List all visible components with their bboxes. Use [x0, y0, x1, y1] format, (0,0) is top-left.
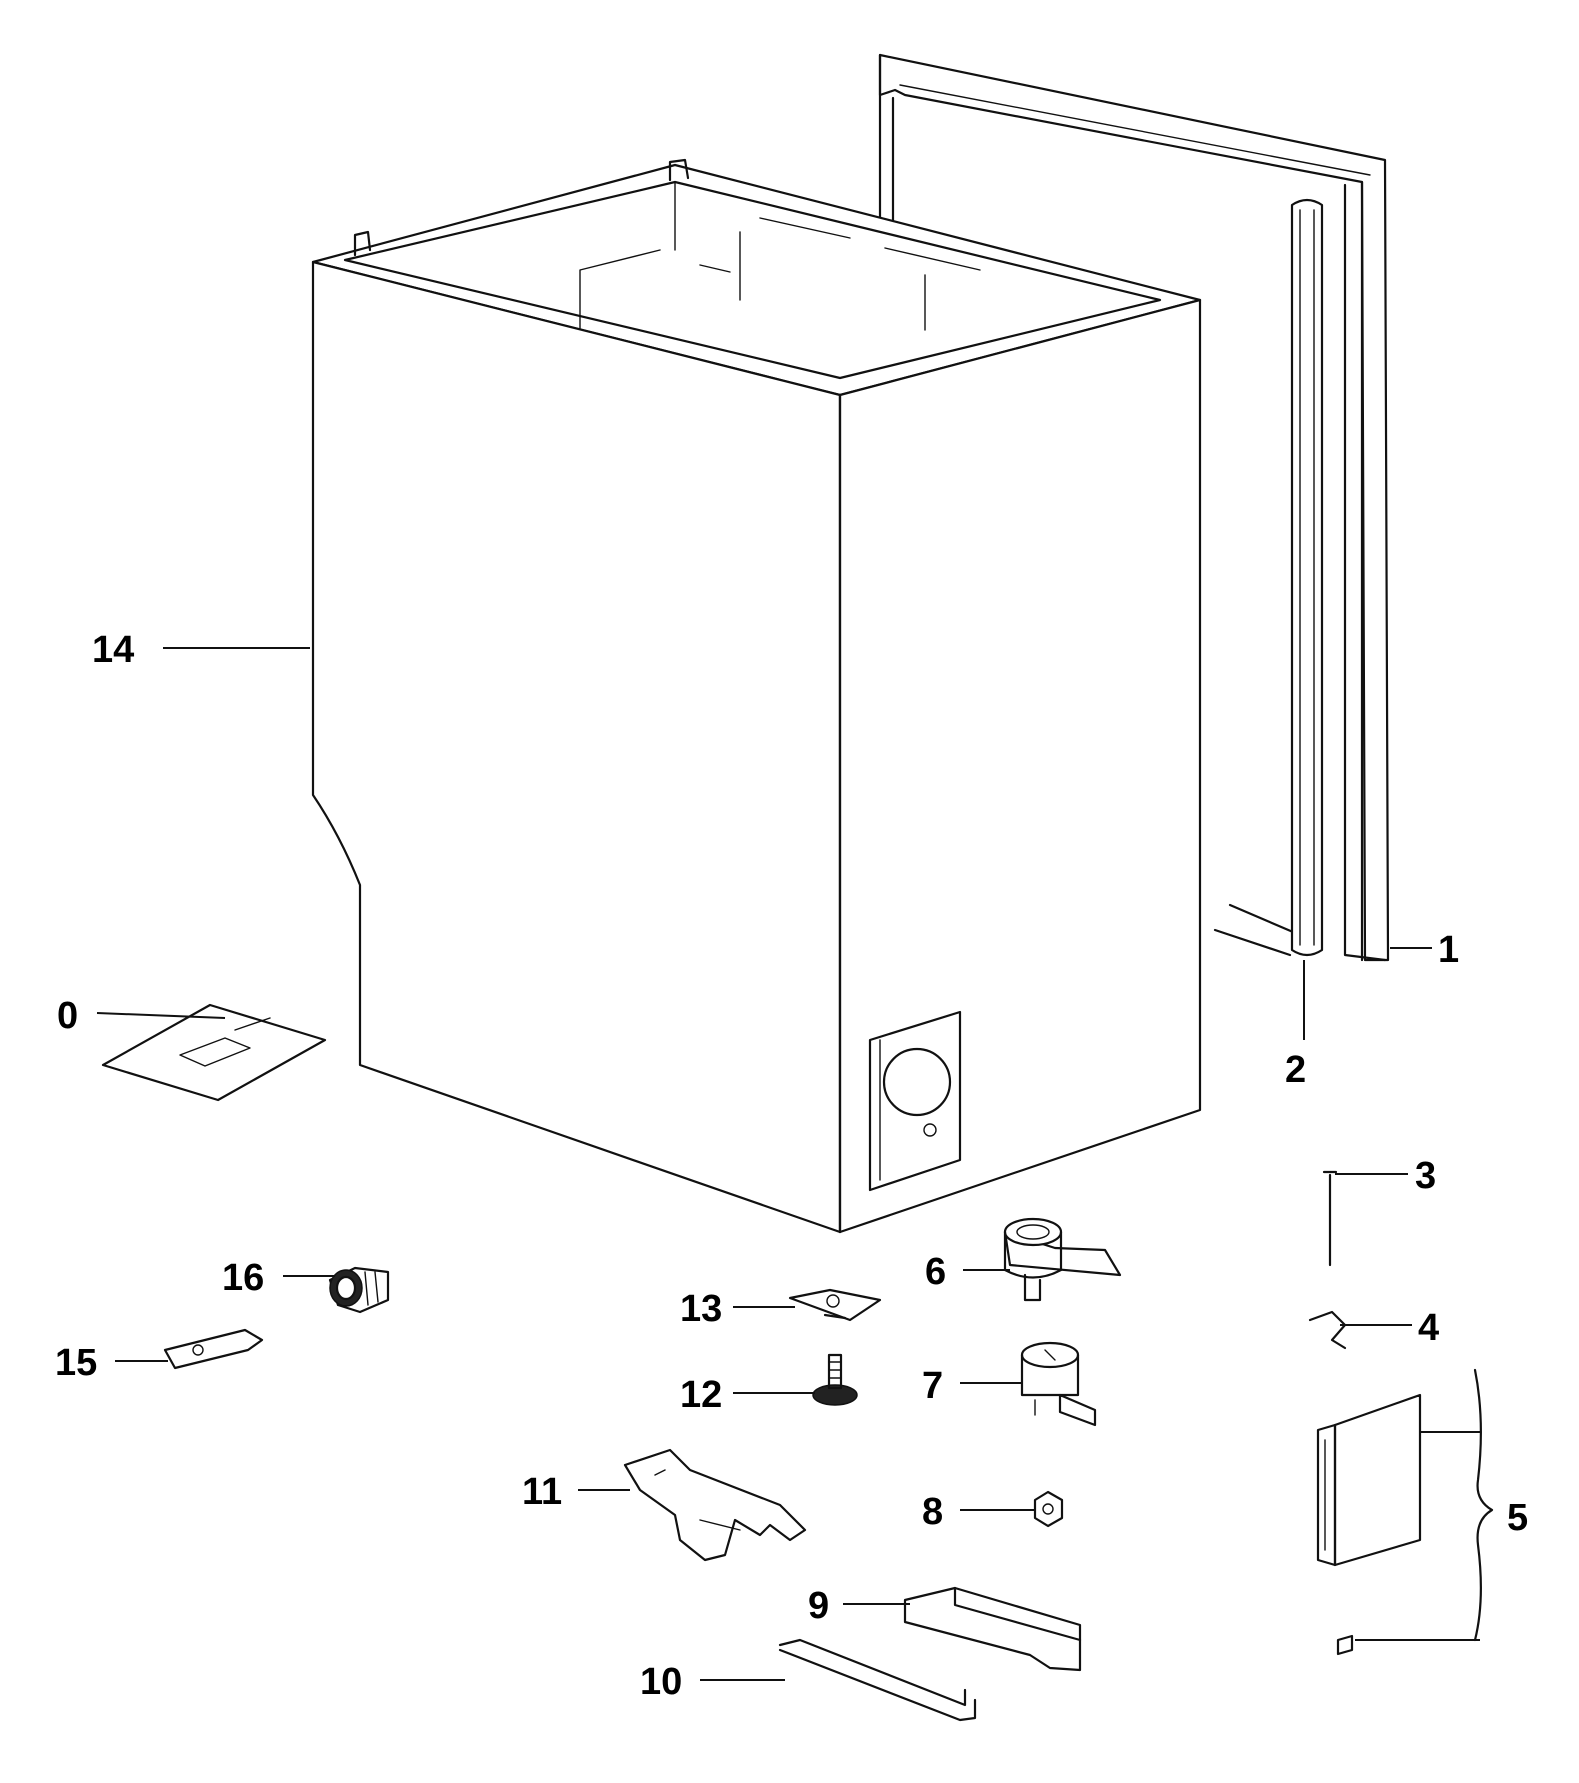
callout-16: 16: [222, 1257, 264, 1299]
part-15-small-bracket: [163, 1328, 264, 1370]
part-9-foam-block: [903, 1586, 1082, 1672]
callout-15: 15: [55, 1342, 97, 1384]
callout-9: 9: [808, 1585, 829, 1627]
callout-0: 0: [57, 995, 78, 1037]
callout-10: 10: [640, 1661, 682, 1703]
part-7-valve-body: [1020, 1341, 1097, 1427]
part-12-foot: [812, 1353, 858, 1406]
callout-7: 7: [922, 1365, 943, 1407]
callout-11: 11: [522, 1471, 562, 1513]
callout-12: 12: [680, 1374, 722, 1416]
part-5-cover-panel: [1316, 1368, 1494, 1656]
part-3-pin: [1322, 1170, 1338, 1267]
callout-3: 3: [1415, 1155, 1436, 1197]
callout-14: 14: [92, 629, 134, 671]
callout-8: 8: [922, 1491, 943, 1533]
part-0-booklet: [101, 1003, 327, 1102]
callout-4: 4: [1418, 1307, 1439, 1349]
leader-lines: [96, 647, 1480, 1681]
part-14-cabinet: [311, 158, 1202, 1234]
callout-1: 1: [1438, 929, 1459, 971]
callout-5: 5: [1507, 1497, 1528, 1539]
part-16-knob: [328, 1266, 390, 1314]
part-2-seal-strip: [1290, 198, 1324, 957]
part-13-mounting-plate: [788, 1288, 882, 1322]
callout-2: 2: [1285, 1049, 1306, 1091]
part-1-door-frame: [878, 53, 1390, 962]
callout-13: 13: [680, 1288, 722, 1330]
part-8-nut: [1033, 1490, 1064, 1528]
callout-6: 6: [925, 1251, 946, 1293]
part-4-clip: [1308, 1310, 1347, 1350]
callout-labels: 14 0 1 2 3 4 5 6 7 8 9 10 11 12 13 15 16: [55, 629, 1528, 1703]
part-11-bracket: [623, 1448, 807, 1562]
part-10-wire-strip: [778, 1638, 977, 1722]
part-6-pump-housing: [1003, 1217, 1122, 1302]
